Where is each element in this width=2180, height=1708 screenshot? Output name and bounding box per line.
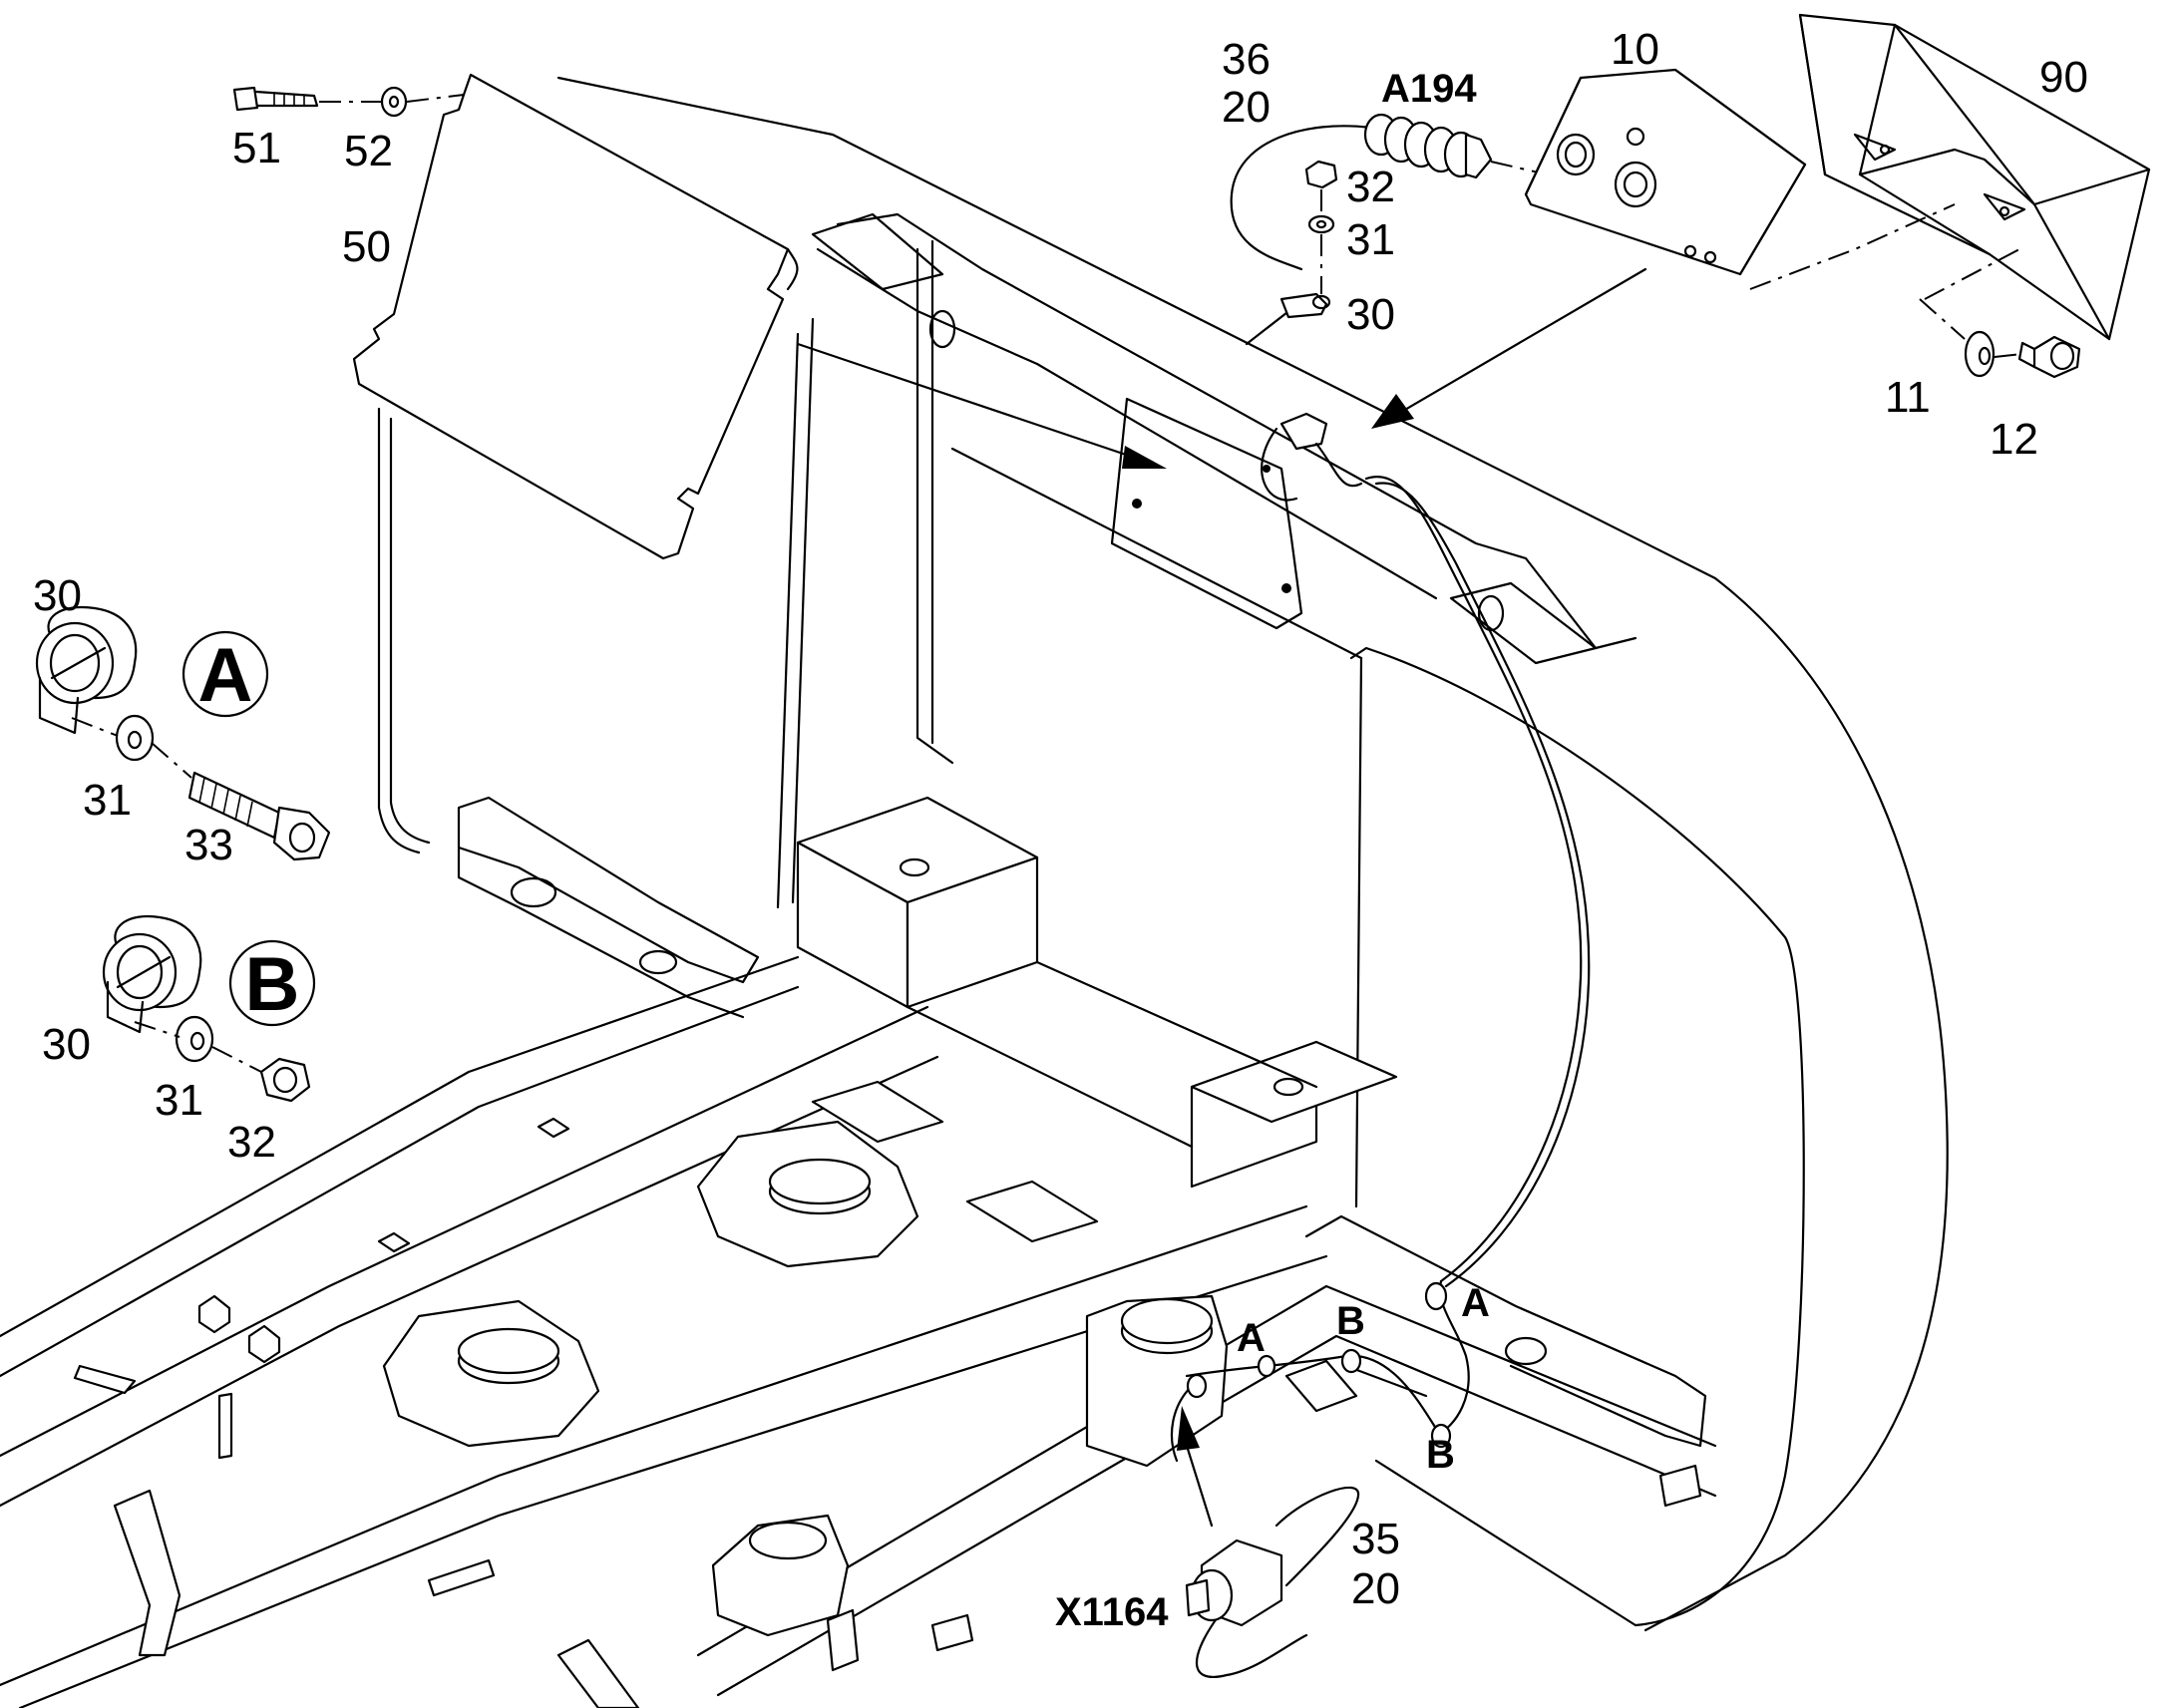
callout-30-b: 30 (42, 1020, 91, 1069)
callout-32-b: 32 (227, 1118, 276, 1167)
bracket-box-10 (1524, 68, 1807, 276)
guard-90 (1798, 13, 2151, 341)
callout-33: 33 (184, 821, 233, 869)
washer-11 (1964, 330, 1996, 378)
detail-a-grommet-30 (35, 605, 138, 735)
washer-52 (380, 86, 408, 118)
callout-31-top: 31 (1346, 215, 1395, 264)
screw-12 (2017, 335, 2081, 379)
detail-a-bolt-33 (187, 771, 331, 861)
chassis-frame (0, 796, 1717, 1708)
mounting-blocks (796, 796, 1398, 1189)
leader-arrows (796, 267, 1647, 1528)
callout-30-top: 30 (1346, 290, 1395, 339)
callout-31-b: 31 (155, 1076, 203, 1125)
counterweight (377, 76, 1949, 1632)
label-b-lower: B (1426, 1433, 1455, 1477)
detail-a-washer-31 (115, 714, 155, 762)
label-b-upper: B (1336, 1299, 1365, 1343)
terminal-30-top (1245, 292, 1331, 346)
callout-36: 36 (1222, 35, 1271, 84)
callout-35: 35 (1351, 1515, 1400, 1563)
callout-31-a: 31 (83, 776, 132, 825)
bolt-51 (232, 86, 319, 112)
cover-plate-50 (352, 73, 799, 560)
label-a-mid: A (1237, 1316, 1266, 1360)
callout-12: 12 (1990, 415, 2038, 464)
washer-31-top (1307, 214, 1335, 234)
callout-51: 51 (232, 124, 281, 172)
sensor-a194 (1230, 113, 1493, 271)
detail-view-b-label: B (245, 942, 300, 1027)
detail-b-washer-31 (175, 1015, 214, 1063)
detail-view-a-label: A (198, 633, 253, 718)
label-a-right: A (1461, 1281, 1490, 1325)
callout-20-bottom: 20 (1351, 1564, 1400, 1613)
callout-90: 90 (2039, 53, 2088, 102)
callout-10: 10 (1611, 25, 1659, 74)
callout-30-a: 30 (33, 571, 82, 620)
detail-view-b-marker (228, 939, 316, 1027)
callout-32-top: 32 (1346, 163, 1395, 211)
callout-52: 52 (344, 127, 393, 175)
callout-50: 50 (342, 222, 391, 271)
detail-b-nut-32 (259, 1057, 311, 1103)
callout-20-top: 20 (1222, 83, 1271, 132)
label-a194: A194 (1381, 67, 1477, 111)
callout-11: 11 (1885, 373, 1931, 422)
detail-view-a-marker (182, 630, 269, 718)
connector-x1164 (1185, 1486, 1360, 1678)
nut-32-top (1304, 160, 1338, 189)
detail-b-grommet-30 (102, 914, 202, 1034)
callout-labels: 51 52 50 36 20 A194 32 31 30 10 90 11 12… (33, 25, 2088, 1634)
label-x1164: X1164 (1055, 1590, 1169, 1634)
wiring-harness (1170, 412, 1591, 1463)
